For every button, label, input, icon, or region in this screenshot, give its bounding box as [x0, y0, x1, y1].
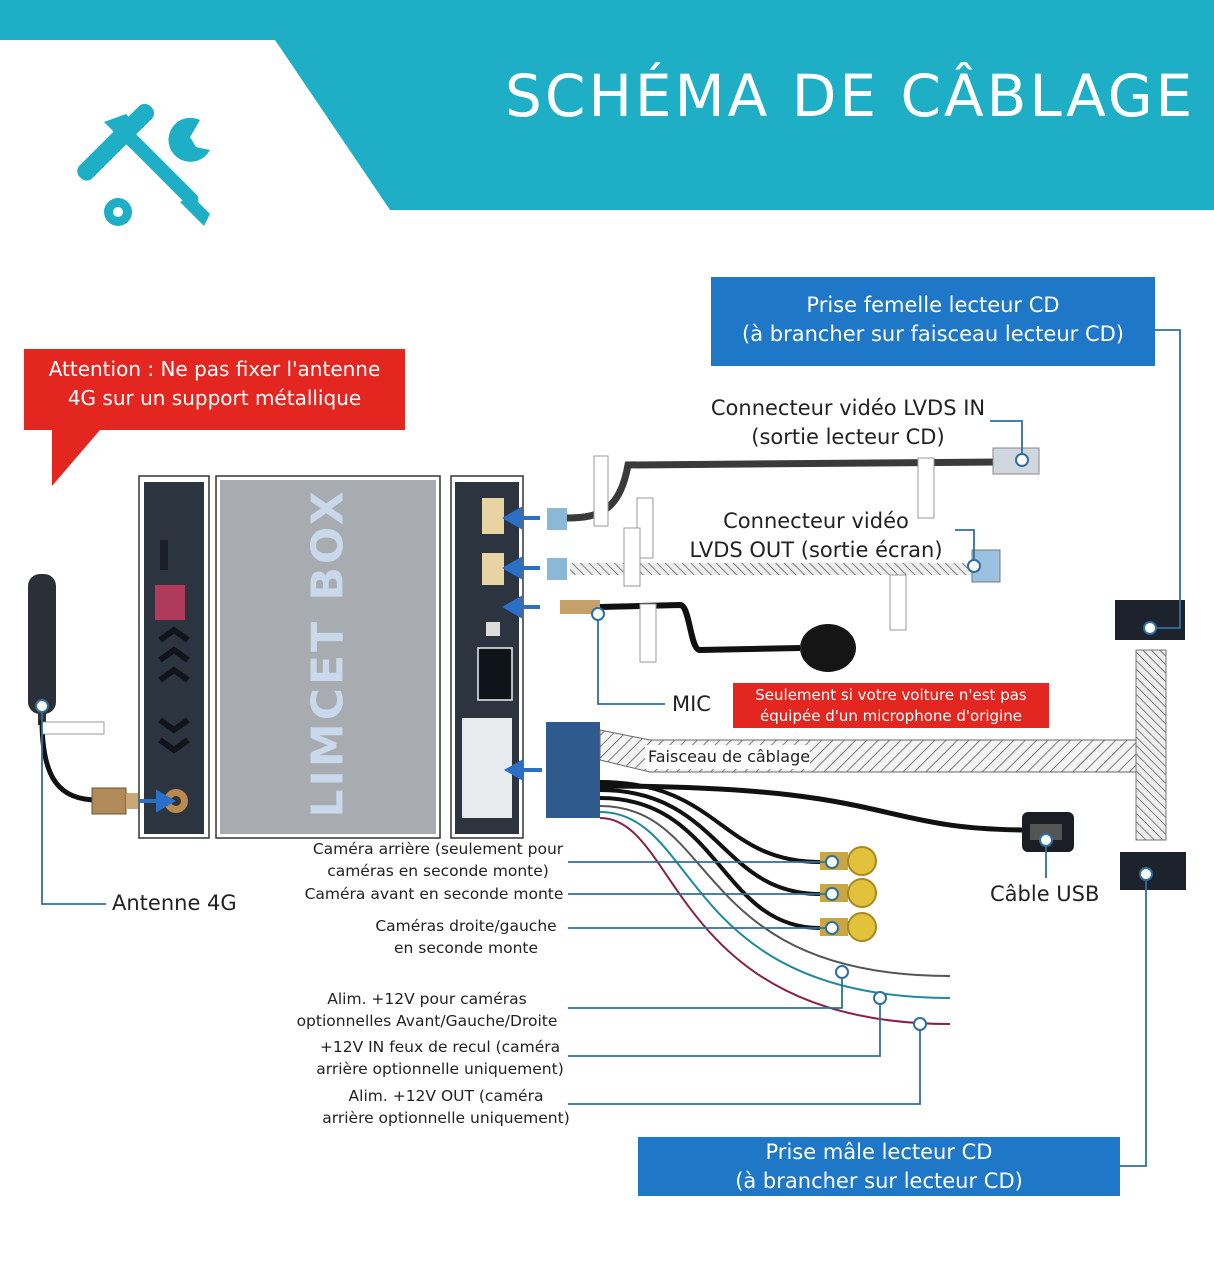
side-camera-line1: Caméras droite/gauche — [375, 917, 557, 935]
warning-box: Attention : Ne pas fixer l'antenne 4G su… — [24, 349, 405, 430]
cd-female-line1: Prise femelle lecteur CD — [806, 293, 1060, 317]
rear-camera-line1: Caméra arrière (seulement pour — [312, 840, 564, 858]
antenna-4g — [28, 574, 138, 815]
lvds-in-label: Connecteur vidéo LVDS IN (sortie lecteur… — [700, 394, 996, 452]
cd-male-box: Prise mâle lecteur CD (à brancher sur le… — [638, 1137, 1120, 1196]
warning-line2: 4G sur un support métallique — [67, 386, 362, 410]
lvds-out-line1: Connecteur vidéo — [723, 509, 909, 533]
reverse-light-line1: +12V IN feux de recul (caméra — [319, 1038, 561, 1056]
antenna-label: Antenne 4G — [112, 891, 237, 915]
reverse-light-label: +12V IN feux de recul (caméra arrière op… — [310, 1036, 570, 1080]
mic-note-line2: équipée d'un microphone d'origine — [760, 707, 1022, 725]
side-camera-label: Caméras droite/gauche en seconde monte — [364, 915, 568, 959]
power-camera-label: Alim. +12V pour caméras optionnelles Ava… — [290, 988, 564, 1032]
lvds-out-line2: LVDS OUT (sortie écran) — [689, 538, 943, 562]
lvds-in-line1: Connecteur vidéo LVDS IN — [710, 396, 986, 420]
lvds-out-label: Connecteur vidéo LVDS OUT (sortie écran) — [680, 507, 952, 565]
lvds-in-line2: (sortie lecteur CD) — [751, 425, 945, 449]
mic-label: MIC — [672, 692, 711, 716]
power-out-line1: Alim. +12V OUT (caméra — [348, 1087, 544, 1105]
reverse-light-line2: arrière optionnelle uniquement) — [316, 1060, 564, 1078]
header-banner — [0, 0, 1214, 210]
harness-label: Faisceau de câblage — [648, 747, 811, 766]
mic-note-box: Seulement si votre voiture n'est pas équ… — [733, 683, 1049, 728]
cd-male-line2: (à brancher sur lecteur CD) — [735, 1169, 1023, 1193]
page-title: SCHÉMA DE CÂBLAGE — [505, 62, 1196, 130]
rear-camera-label: Caméra arrière (seulement pour caméras e… — [300, 838, 576, 882]
usb-label: Câble USB — [990, 882, 1100, 906]
rear-camera-line2: caméras en seconde monte) — [327, 862, 549, 880]
cd-male-line1: Prise mâle lecteur CD — [765, 1140, 993, 1164]
warning-line1: Attention : Ne pas fixer l'antenne — [48, 357, 381, 381]
power-camera-line2: optionnelles Avant/Gauche/Droite — [296, 1012, 558, 1030]
power-out-label: Alim. +12V OUT (caméra arrière optionnel… — [316, 1085, 576, 1129]
power-out-line2: arrière optionnelle uniquement) — [322, 1109, 570, 1127]
device-brand: LIMCET BOX — [302, 488, 354, 818]
front-camera-label: Caméra avant en seconde monte — [304, 885, 564, 903]
mic-note-line1: Seulement si votre voiture n'est pas — [755, 686, 1027, 704]
cd-female-box: Prise femelle lecteur CD (à brancher sur… — [711, 277, 1155, 366]
power-camera-line1: Alim. +12V pour caméras — [327, 990, 527, 1008]
cd-female-line2: (à brancher sur faisceau lecteur CD) — [742, 322, 1124, 346]
side-camera-line2: en seconde monte — [393, 939, 539, 957]
